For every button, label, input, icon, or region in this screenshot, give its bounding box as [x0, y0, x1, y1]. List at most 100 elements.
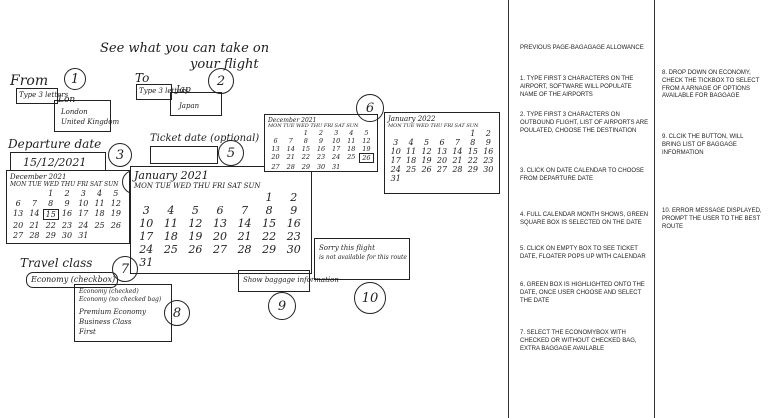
calendar-day[interactable]: 28 — [452, 165, 463, 174]
calendar-day[interactable]: 13 — [13, 209, 24, 218]
calendar-day[interactable]: 6 — [216, 204, 224, 217]
calendar-day[interactable]: 22 — [45, 221, 56, 230]
calendar-day[interactable]: 1 — [265, 191, 273, 204]
calendar-day[interactable]: 2 — [290, 191, 298, 204]
calendar-day[interactable]: 29 — [301, 163, 310, 171]
calendar-day[interactable]: 22 — [262, 230, 277, 243]
calendar-day[interactable]: 13 — [436, 147, 448, 156]
from-suggestion-2[interactable]: United Kingdom — [61, 118, 120, 126]
calendar-day[interactable]: 8 — [470, 138, 476, 147]
calendar-day[interactable]: 31 — [390, 174, 401, 183]
calendar-day[interactable]: 15 — [301, 145, 310, 153]
calendar-day[interactable]: 29 — [45, 231, 56, 240]
calendar-day[interactable]: 14 — [29, 209, 40, 218]
from-input[interactable]: Type 3 letters — [16, 88, 68, 104]
calendar-day[interactable]: 5 — [364, 129, 369, 137]
calendar-day[interactable]: 25 — [406, 165, 417, 174]
calendar-day[interactable]: 23 — [316, 153, 326, 161]
calendar-day[interactable]: 8 — [48, 199, 54, 208]
calendar-day[interactable]: 6 — [273, 137, 278, 145]
calendar-day[interactable]: 20 — [271, 153, 280, 161]
calendar-day[interactable]: 24 — [331, 153, 341, 161]
calendar-day[interactable]: 28 — [237, 243, 252, 256]
calendar-day[interactable]: 4 — [408, 138, 414, 147]
class-option[interactable]: Economy (no checked bag) — [79, 296, 162, 303]
calendar-day[interactable]: 20 — [436, 156, 448, 165]
calendar-day[interactable]: 26 — [358, 153, 374, 163]
from-suggestion-dropdown[interactable]: London United Kingdom — [54, 100, 119, 132]
calendar-day[interactable]: 17 — [331, 145, 341, 153]
calendar-day[interactable]: 6 — [15, 199, 21, 208]
ticket-date-input[interactable] — [150, 146, 218, 164]
calendar-day[interactable]: 1 — [470, 129, 476, 138]
calendar-day[interactable]: 19 — [362, 145, 371, 153]
calendar-day[interactable]: 8 — [303, 137, 308, 145]
calendar-day[interactable]: 24 — [139, 243, 154, 256]
calendar-day[interactable]: 31 — [78, 231, 89, 240]
calendar-day[interactable]: 29 — [262, 243, 277, 256]
calendar-day[interactable]: 21 — [237, 230, 252, 243]
calendar-day[interactable]: 27 — [436, 165, 448, 174]
calendar-day[interactable]: 29 — [467, 165, 478, 174]
calendar-day[interactable]: 10 — [139, 217, 154, 230]
calendar-day[interactable]: 5 — [424, 138, 430, 147]
calendar-day[interactable]: 15 — [262, 217, 277, 230]
calendar-day[interactable]: 14 — [286, 145, 295, 153]
calendar-day[interactable]: 19 — [188, 230, 203, 243]
departure-date-input[interactable]: 15/12/2021 — [10, 152, 106, 172]
calendar-day[interactable]: 4 — [97, 189, 103, 198]
calendar-day[interactable]: 26 — [110, 221, 121, 230]
calendar-day[interactable]: 10 — [390, 147, 401, 156]
calendar-day[interactable]: 12 — [188, 217, 203, 230]
to-input[interactable]: Type 3 letters — [136, 84, 188, 100]
popup-calendar-january[interactable]: January 2022 MON TUE WED THU FRI SAT SUN… — [384, 112, 500, 194]
calendar-day[interactable]: 10 — [331, 137, 341, 145]
calendar-day[interactable]: 17 — [139, 230, 154, 243]
departure-calendar[interactable]: December 2021 MON TUE WED THU FRI SAT SU… — [6, 170, 130, 244]
calendar-day[interactable]: 17 — [78, 209, 89, 218]
calendar-day[interactable]: 9 — [290, 204, 298, 217]
calendar-day[interactable]: 16 — [316, 145, 326, 153]
calendar-day[interactable]: 3 — [393, 138, 399, 147]
calendar-day[interactable]: 13 — [271, 145, 280, 153]
calendar-day[interactable]: 14 — [452, 147, 463, 156]
calendar-day[interactable]: 31 — [331, 163, 341, 171]
calendar-day[interactable]: 20 — [212, 230, 227, 243]
calendar-day[interactable]: 21 — [286, 153, 295, 161]
calendar-day[interactable]: 2 — [485, 129, 491, 138]
calendar-day[interactable]: 1 — [303, 129, 308, 137]
calendar-day[interactable]: 12 — [110, 199, 121, 208]
calendar-day[interactable]: 25 — [163, 243, 178, 256]
calendar-day[interactable]: 4 — [167, 204, 175, 217]
economy-select[interactable]: Economy (checkbox) — [26, 272, 118, 288]
to-suggestion-dropdown[interactable]: Japan — [170, 92, 222, 116]
calendar-day[interactable]: 2 — [318, 129, 324, 137]
popup-calendar-december[interactable]: December 2021 MON TUE WED THU FRI SAT SU… — [264, 114, 378, 172]
calendar-day[interactable]: 23 — [483, 156, 494, 165]
calendar-day[interactable]: 23 — [61, 221, 73, 230]
calendar-day[interactable]: 30 — [61, 231, 73, 240]
calendar-day[interactable]: 14 — [237, 217, 252, 230]
calendar-day[interactable]: 10 — [78, 199, 89, 208]
from-suggestion-1[interactable]: London — [61, 108, 88, 116]
calendar-day[interactable]: 5 — [191, 204, 199, 217]
calendar-day[interactable]: 7 — [31, 199, 37, 208]
calendar-day[interactable]: 20 — [13, 221, 24, 230]
calendar-day[interactable]: 16 — [61, 209, 73, 218]
calendar-day[interactable]: 18 — [94, 209, 105, 218]
calendar-day[interactable]: 15 — [42, 209, 59, 220]
calendar-day[interactable]: 11 — [163, 217, 178, 230]
class-option[interactable]: Economy (checked) — [79, 288, 139, 295]
calendar-day[interactable]: 6 — [439, 138, 445, 147]
class-option[interactable]: First — [79, 328, 96, 336]
calendar-day[interactable]: 31 — [139, 256, 154, 269]
calendar-day[interactable]: 19 — [110, 209, 121, 218]
calendar-day[interactable]: 28 — [29, 231, 40, 240]
calendar-day[interactable]: 2 — [64, 189, 70, 198]
calendar-day[interactable]: 25 — [94, 221, 105, 230]
calendar-day[interactable]: 7 — [454, 138, 460, 147]
calendar-day[interactable]: 21 — [452, 156, 463, 165]
